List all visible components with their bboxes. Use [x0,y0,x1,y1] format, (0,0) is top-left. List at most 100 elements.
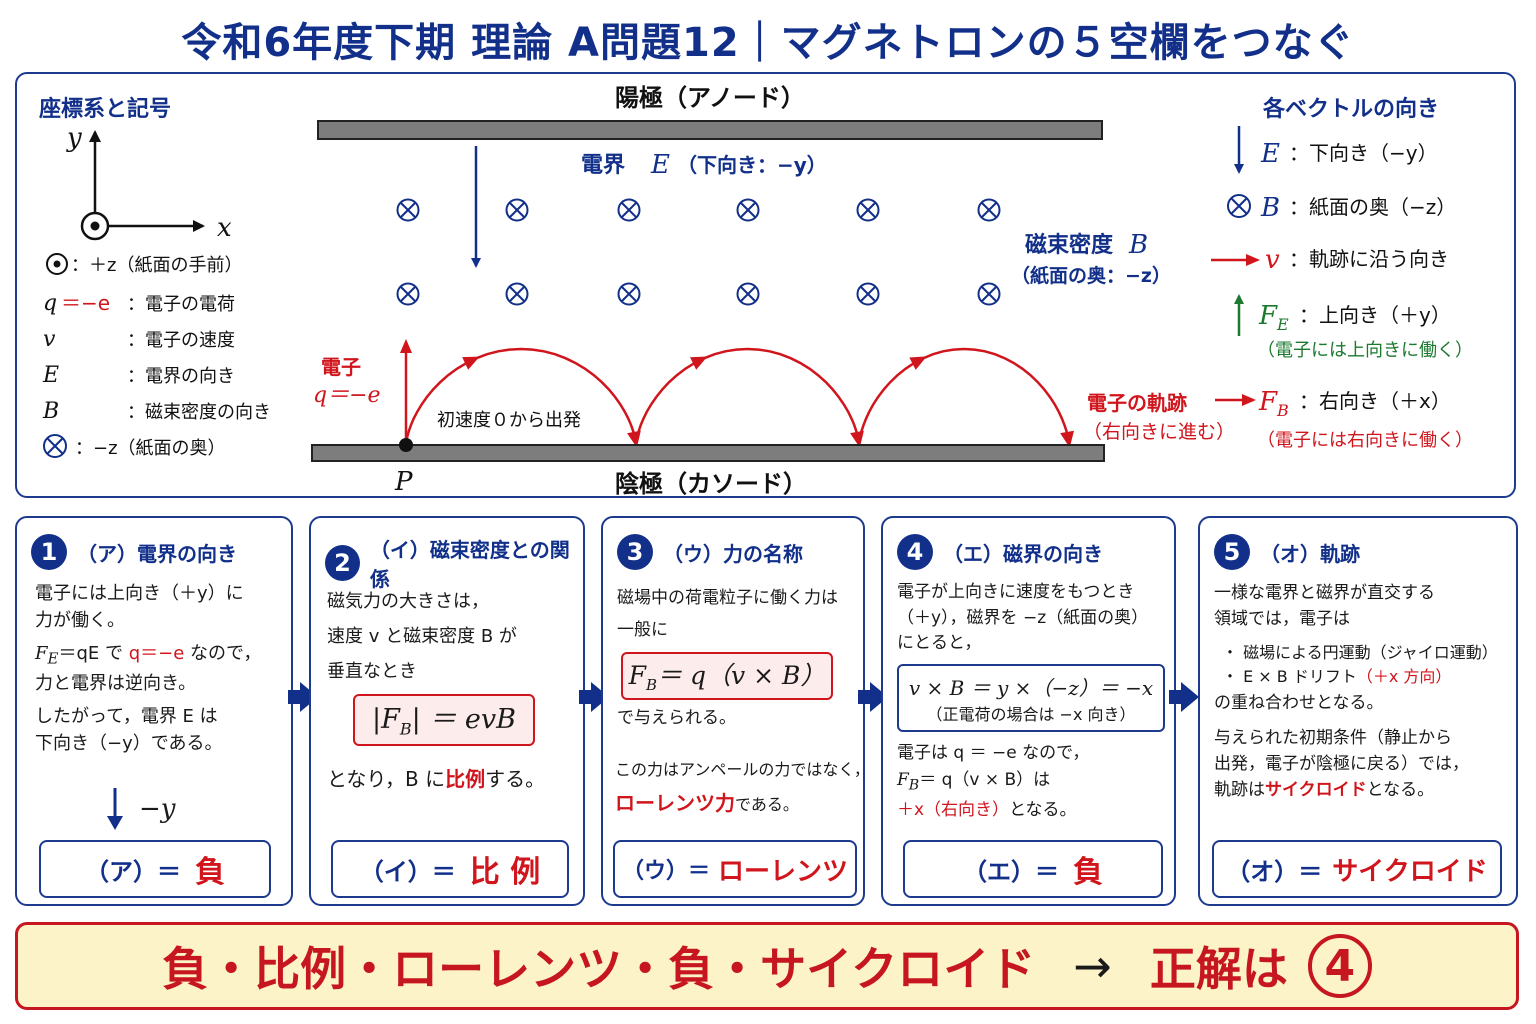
step1-arrow-label: −y [139,794,176,824]
efield-label: 電界 [581,153,625,178]
vec-FB-symbol: FB [1258,387,1289,420]
answer-a-box: （ア）＝ 負 [39,840,271,898]
into-page-cross-icon [617,198,641,222]
answer-a-value: 負 [195,855,225,890]
into-page-cross-icon [396,282,420,306]
efield-direction: （下向き：−y） [677,153,827,177]
step5-line6: 軌跡はサイクロイドとなる。 [1214,780,1435,801]
answer-o-value: サイクロイド [1332,856,1488,887]
final-arrow: → [1073,939,1112,993]
step3-line5: ローレンツ力である。 [615,790,799,815]
step-2-card: 2（イ）磁束密度との関係 磁気力の大きさは， 速度 v と磁束密度 B が 垂直… [309,516,585,906]
step1-line2: 力が働く。 [35,610,125,631]
step2-line2: 速度 v と磁束密度 B が [327,626,517,648]
vec-E-symbol: E [1260,139,1280,169]
step2-line4: となり，B に比例する。 [327,767,546,791]
step-title: （ウ）力の名称 [663,541,803,566]
sym-v-desc: ：電子の速度 [127,330,235,351]
sym-v: v [43,327,56,352]
step4-line2: （＋y），磁界を −z（紙面の奥） [897,607,1149,628]
sym-E-desc: ：電界の向き [127,366,235,387]
trajectory-arrowhead [690,356,708,370]
into-page-cross-icon [617,282,641,306]
answer-o-label: （オ）＝ [1226,857,1323,886]
point-p-dot [399,438,413,452]
start-note: 初速度０から出発 [437,410,581,431]
step1-line1: 電子には上向き（＋y）に [35,583,244,604]
answer-o-box: （オ）＝ サイクロイド [1212,840,1502,898]
trajectory-arrowhead [909,356,927,370]
step-number: 3 [617,534,653,570]
answer-e-value: 負 [1073,855,1103,890]
coord-title: 座標系と記号 [39,96,171,122]
axis-y-label: y [66,123,82,153]
vector-title: 各ベクトルの向き [1262,96,1439,122]
step-number: 4 [897,534,933,570]
lorentz-formula: FB＝ q（v × B） [621,652,833,700]
step3-line4: この力はアンペールの力ではなく， [615,760,870,779]
point-p-label: P [394,467,413,495]
vec-FE-desc: ：上向き（＋y） [1299,303,1451,327]
bfield-cross-grid [396,198,1001,306]
step-number: 5 [1214,534,1250,570]
into-page-cross-icon [856,198,880,222]
step5-line2: 領域では，電子は [1214,609,1350,630]
step4-line1: 電子が上向きに速度をもつとき [897,582,1135,602]
vec-FE-symbol: FE [1258,301,1289,334]
anode-plate [317,120,1103,140]
out-of-page-legend-icon [46,253,68,275]
answer-a-label: （ア）＝ [85,857,181,886]
efield-symbol: E [650,150,670,180]
cross-product-box: v × B ＝ y ×（−z）＝ −x （正電荷の場合は −x 向き） [897,664,1165,732]
trajectory-arrowhead [850,430,864,448]
answer-i-label: （イ）＝ [359,857,456,886]
step5-line4: 与えられた初期条件（静止から [1214,727,1452,748]
page-title: 令和6年度下期 理論 A問題12｜マグネトロンの５空欄をつなぐ [181,20,1355,66]
vec-v-symbol: v [1265,245,1280,275]
cathode-plate [311,444,1105,462]
into-page-cross-icon [736,198,760,222]
step-1-card: 1（ア）電界の向き 電子には上向き（＋y）に 力が働く。 FE＝qE で q＝−… [15,516,293,906]
trajectory-arrowhead [462,356,480,370]
step2-line1: 磁気力の大きさは， [327,591,489,612]
vec-FB-desc: ：右向き（＋x） [1299,389,1451,413]
step5-line1: 一様な電界と磁界が直交する [1214,583,1435,603]
bfield-symbol: B [1128,230,1148,260]
magnitude-formula: |FB| ＝ evB [353,694,535,746]
sym-E: E [42,363,59,388]
step-number: 2 [325,545,360,581]
final-result-label: 正解は [1149,942,1288,996]
trajectory-arrowhead [1060,430,1074,448]
answer-u-box: （ウ）＝ローレンツ [613,840,857,898]
step3-line1: 磁場中の荷電粒子に働く力は [617,588,838,608]
step4-line5: FB＝ q（v × B）は [897,770,1051,794]
step5-line3: の重ね合わせとなる。 [1214,693,1384,714]
step1-line5: したがって，電界 E は [35,706,218,728]
vec-B-cross-icon [1227,194,1251,218]
into-page-cross-icon [505,282,529,306]
sym-B-desc: ：磁束密度の向き [127,402,271,423]
trajectory-arrowhead [627,430,641,448]
sym-q-value: ＝−e [61,291,110,315]
into-page-cross-icon [396,198,420,222]
step-title: （エ）磁界の向き [943,541,1103,566]
step1-line4: 力と電界は逆向き。 [35,673,197,695]
step-5-card: 5（オ）軌跡 一様な電界と磁界が直交する 領域では，電子は ・ 磁場による円運動… [1198,516,1518,906]
vec-B-symbol: B [1260,193,1280,223]
into-page-cross-icon [856,282,880,306]
diagram-panel: 座標系と記号 y x ：＋z（紙面の手前） q ＝−e ：電子の電荷 v ：電子… [15,72,1516,498]
axis-x-label: x [217,213,232,243]
bfield-label: 磁束密度 [1025,232,1114,258]
step-title: （イ）磁束密度との関係 [369,538,570,591]
sym-q-desc: ：電子の電荷 [127,294,235,315]
answer-u-label: （ウ）＝ [621,859,710,884]
cathode-label: 陰極（カソード） [615,470,807,495]
electron-charge: q＝−e [313,383,381,408]
step1-line3: FE＝qE で q＝−e なので， [35,643,262,668]
down-arrow-icon [107,788,123,830]
step5-bullet2: ・ E × B ドリフト（＋x 方向） [1222,667,1452,687]
vec-FB-note: （電子には右向きに働く） [1257,430,1473,451]
step4-line6: ＋x（右向き）となる。 [897,800,1077,821]
cross-product-note: （正電荷の場合は −x 向き） [926,705,1136,724]
sym-q: q [43,291,57,316]
